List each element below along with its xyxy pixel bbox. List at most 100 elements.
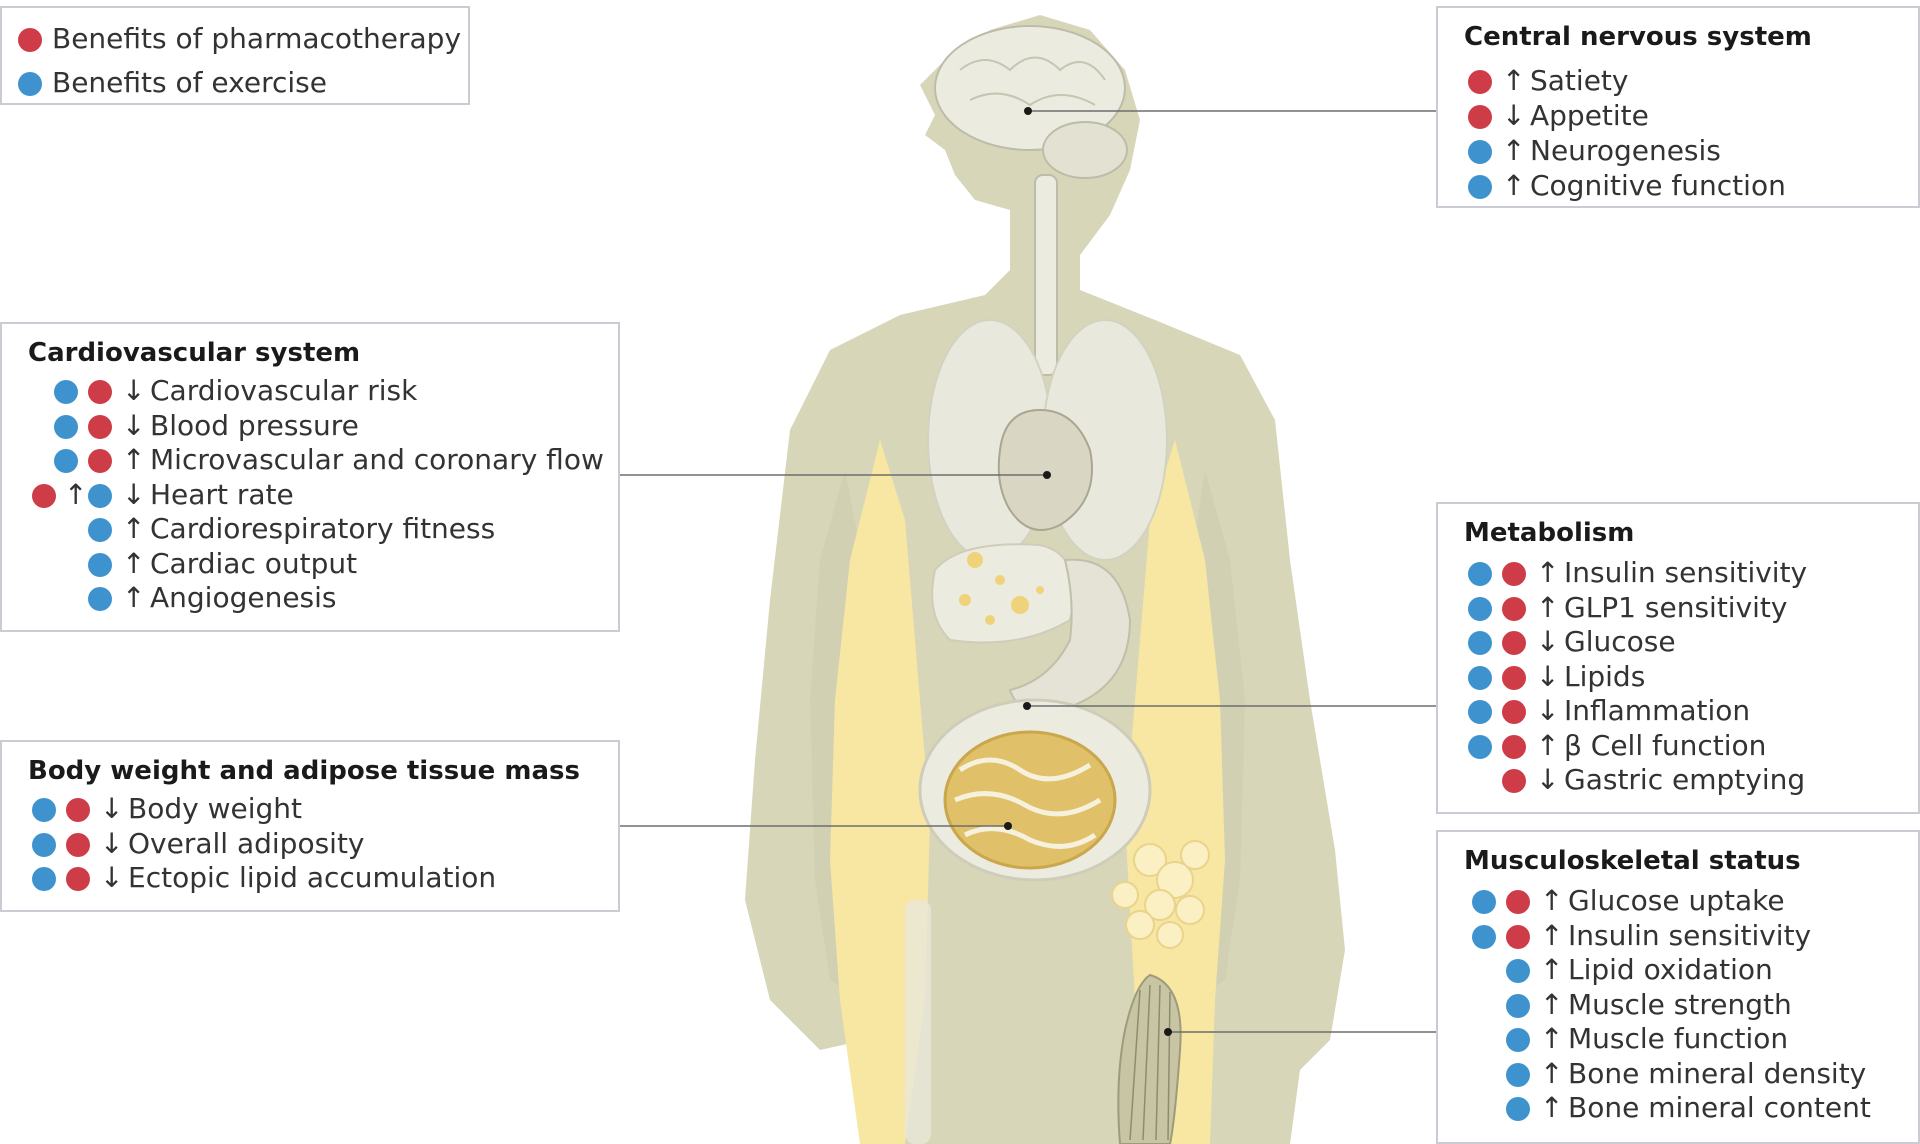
legend-label: Benefits of exercise [52, 66, 327, 99]
effect-label: Lipid oxidation [1568, 953, 1773, 986]
effect-label: Bone mineral density [1568, 1056, 1867, 1090]
panel-title: Musculoskeletal status [1464, 846, 1801, 876]
panel-cardiovascular: Cardiovascular system ↓Cardiovascular ri… [0, 322, 620, 632]
direction-arrow: ↑ [1502, 169, 1526, 202]
pharmacotherapy-dot [1468, 105, 1492, 129]
direction-arrow: ↑ [122, 512, 146, 545]
legend-red-dot [18, 28, 42, 52]
direction-arrow: ↓ [1536, 659, 1560, 693]
pharmacotherapy-dot [88, 449, 112, 473]
direction-arrow: ↓ [122, 374, 146, 407]
connector-endpoints [1004, 107, 1172, 1036]
direction-arrow: ↓ [1536, 694, 1560, 727]
muscle-fibers [1129, 984, 1171, 1141]
pharmacotherapy-dot [1468, 70, 1492, 94]
effect-label: Glucose [1564, 625, 1676, 658]
direction-arrow: ↑ [1540, 884, 1564, 917]
exercise-dot [88, 552, 112, 577]
exercise-dot [32, 832, 56, 857]
pharmacotherapy-dot [1506, 924, 1530, 949]
left-femur [905, 900, 931, 1144]
pharmacotherapy-dot [32, 483, 56, 508]
effect-label: Muscle function [1568, 1022, 1789, 1055]
direction-arrow: ↓ [100, 826, 124, 860]
effect-label: Microvascular and coronary flow [150, 443, 604, 476]
cerebellum [1042, 121, 1128, 179]
direction-arrow: ↓ [100, 792, 124, 825]
panel-metabolism: Metabolism ↑Insulin sensitivity↑GLP1 sen… [1436, 502, 1920, 814]
liver [931, 543, 1075, 644]
exercise-dot [1468, 175, 1492, 199]
direction-arrow: ↑ [1540, 1091, 1564, 1124]
pharmacotherapy-dot [1506, 890, 1530, 914]
brain-folds [959, 56, 1106, 107]
right-fat-layer [1125, 440, 1225, 1144]
direction-arrow: ↑ [1502, 64, 1526, 97]
pharmacotherapy-dot [88, 380, 112, 404]
exercise-dot [1468, 562, 1492, 586]
pharmacotherapy-direction-arrow: ↑ [64, 477, 88, 511]
effect-label: Overall adiposity [128, 826, 365, 860]
direction-arrow: ↑ [1540, 953, 1564, 986]
visceral-fat-cluster [1111, 840, 1210, 949]
direction-arrow: ↓ [122, 408, 146, 442]
effect-label: Bone mineral content [1568, 1091, 1871, 1124]
pharmacotherapy-dot [1502, 769, 1526, 793]
exercise-dot [1506, 959, 1530, 983]
effect-label: Appetite [1530, 99, 1649, 132]
direction-arrow: ↓ [1502, 99, 1526, 132]
pharmacotherapy-dot [1502, 631, 1526, 655]
panel-title: Central nervous system [1464, 22, 1812, 52]
pharmacotherapy-dot [1502, 665, 1526, 690]
pharmacotherapy-dot [1502, 562, 1526, 586]
effect-label: Cardiorespiratory fitness [150, 512, 496, 545]
panel-cns: Central nervous system ↑Satiety↓Appetite… [1436, 6, 1920, 208]
effect-label: Glucose uptake [1568, 884, 1785, 917]
effect-label: Insulin sensitivity [1564, 556, 1808, 589]
exercise-dot [32, 867, 56, 891]
liver-fat-droplets [959, 552, 1044, 625]
effect-label: Neurogenesis [1530, 134, 1721, 167]
exercise-dot [1468, 734, 1492, 759]
direction-arrow: ↑ [1536, 590, 1560, 624]
pharmacotherapy-dot [1502, 734, 1526, 759]
pharmacotherapy-dot [66, 867, 90, 891]
exercise-dot [1472, 890, 1496, 914]
direction-arrow: ↑ [1536, 728, 1560, 762]
spine [1034, 174, 1058, 376]
exercise-dot [1506, 1097, 1530, 1121]
exercise-dot [54, 414, 78, 439]
effect-label: Lipids [1564, 659, 1646, 693]
exercise-dot [1468, 140, 1492, 164]
effect-label: Cognitive function [1530, 169, 1786, 202]
direction-arrow: ↑ [122, 581, 146, 614]
intestine-folds [954, 757, 1102, 849]
effect-label: Cardiac output [150, 546, 358, 580]
exercise-dot [1506, 1062, 1530, 1087]
effect-label: Cardiovascular risk [150, 374, 418, 407]
exercise-dot [32, 798, 56, 822]
connector-lines [620, 110, 1436, 1033]
exercise-dot [1506, 1028, 1530, 1052]
small-intestine [943, 730, 1117, 870]
direction-arrow: ↓ [122, 477, 146, 511]
effect-label: Body weight [128, 792, 302, 825]
pharmacotherapy-dot [1502, 700, 1526, 724]
exercise-dot [1468, 700, 1492, 724]
effect-label: GLP1 sensitivity [1564, 590, 1788, 624]
effect-label: Gastric emptying [1564, 763, 1806, 796]
effect-label: Heart rate [150, 477, 294, 511]
panel-body-weight: Body weight and adipose tissue mass ↓Bod… [0, 740, 620, 912]
thigh-muscle [1117, 973, 1182, 1144]
direction-arrow: ↑ [122, 443, 146, 476]
legend-blue-dot [18, 72, 42, 96]
legend-label: Benefits of pharmacotherapy [52, 22, 462, 55]
exercise-dot [88, 483, 112, 508]
exercise-dot [54, 449, 78, 473]
direction-arrow: ↑ [1502, 134, 1526, 167]
direction-arrow: ↓ [100, 861, 124, 894]
heart [997, 408, 1093, 531]
pharmacotherapy-dot [66, 832, 90, 857]
direction-arrow: ↓ [1536, 625, 1560, 658]
